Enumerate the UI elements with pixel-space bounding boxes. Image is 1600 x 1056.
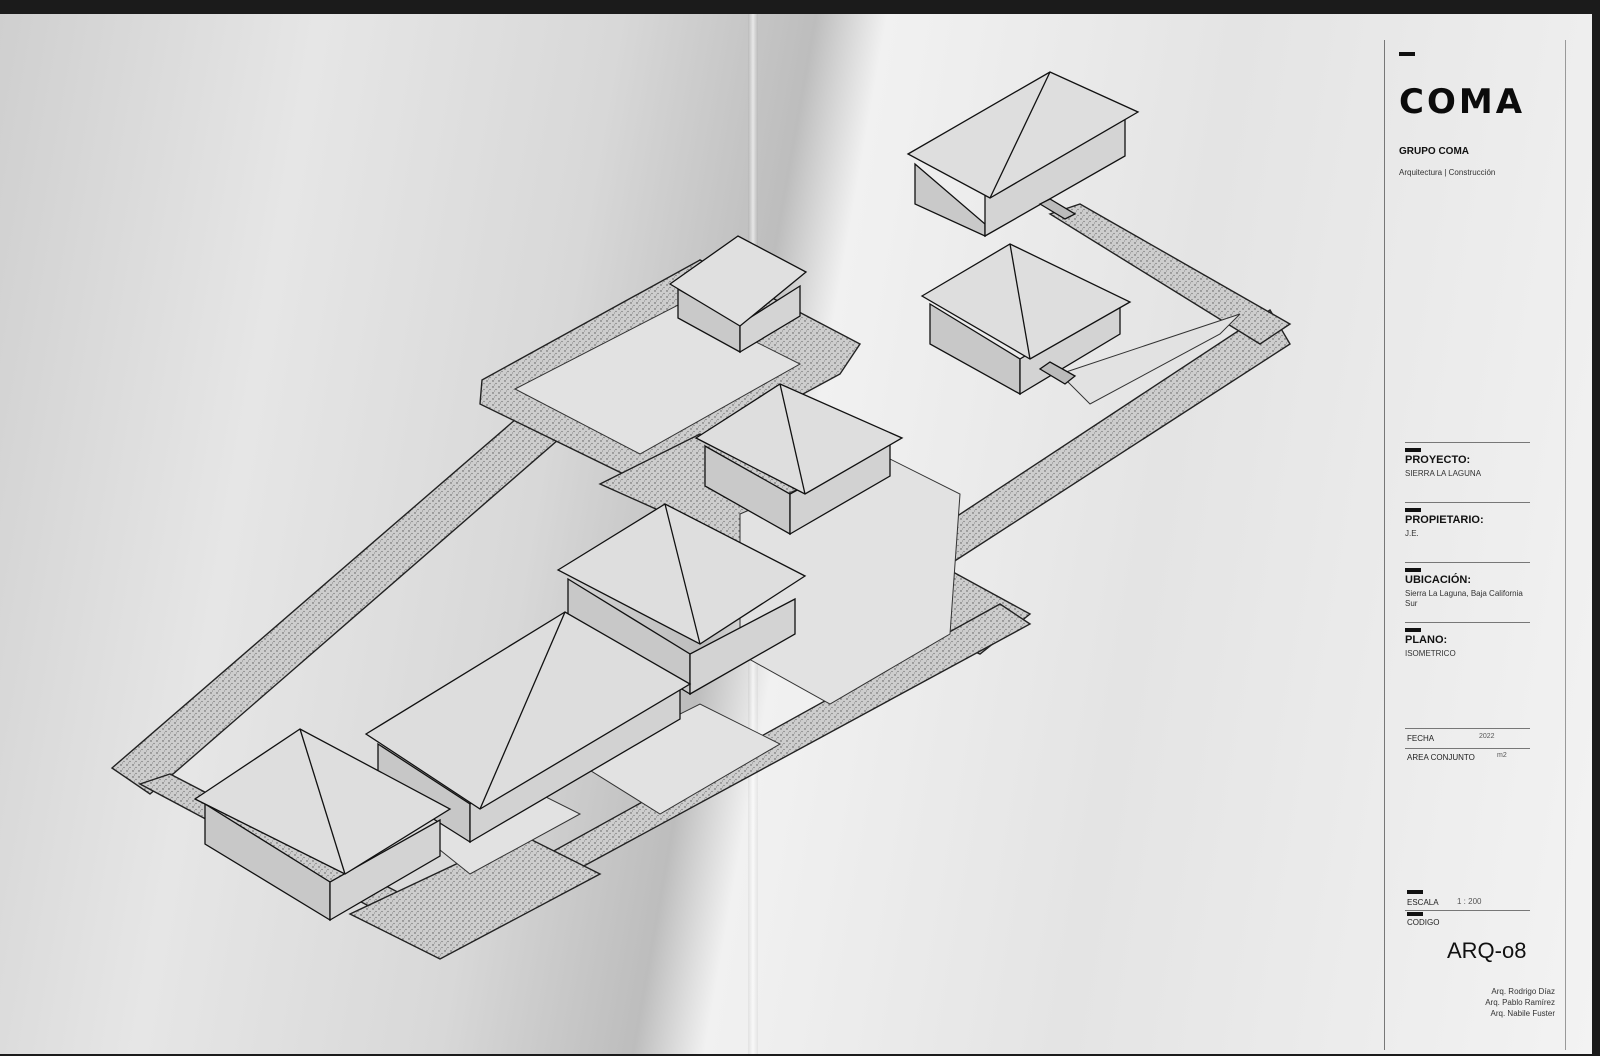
path-north-branch (1048, 203, 1292, 345)
escala-value: 1 : 200 (1457, 897, 1482, 906)
building-north-pavilion (906, 71, 1140, 238)
rule (1405, 562, 1530, 563)
rule (1405, 910, 1530, 911)
rule (1405, 502, 1530, 503)
building-east-pavilion (920, 243, 1132, 396)
field-proyecto: PROYECTO: SIERRA LA LAGUNA (1405, 454, 1535, 479)
tb-mark (1405, 568, 1421, 572)
building-small-cabin (668, 235, 808, 354)
rule (1405, 442, 1530, 443)
tb-mark (1407, 890, 1423, 894)
field-label: PROPIETARIO: (1405, 514, 1484, 526)
field-value: SIERRA LA LAGUNA (1405, 469, 1482, 478)
area-value: m2 (1497, 752, 1507, 759)
field-value: ISOMETRICO (1405, 649, 1456, 658)
rule (1405, 728, 1530, 729)
field-value: Sierra La Laguna, Baja California Sur (1405, 589, 1523, 608)
tb-mark (1407, 912, 1423, 916)
company-logo: COMA (1399, 82, 1526, 122)
field-ubicacion: UBICACIÓN: Sierra La Laguna, Baja Califo… (1405, 574, 1535, 609)
firm-name: GRUPO COMA (1399, 146, 1469, 157)
title-block: COMA GRUPO COMA Arquitectura | Construcc… (1384, 40, 1566, 1050)
field-plano: PLANO: ISOMETRICO (1405, 634, 1535, 659)
tb-mark (1405, 448, 1421, 452)
firm-tagline: Arquitectura | Construcción (1399, 168, 1496, 177)
escala-label: ESCALA (1407, 898, 1439, 907)
field-value: J.E. (1405, 529, 1419, 538)
area-row: AREA CONJUNTO m2 (1407, 752, 1507, 762)
escala-row: ESCALA 1 : 200 (1407, 897, 1481, 907)
field-propietario: PROPIETARIO: J.E. (1405, 514, 1535, 539)
authors: Arq. Rodrigo Díaz Arq. Pablo Ramírez Arq… (1415, 986, 1555, 1019)
codigo-label: CODIGO (1407, 918, 1440, 927)
plot-5 (1059, 313, 1241, 405)
author: Arq. Rodrigo Díaz (1491, 987, 1555, 996)
drawing-code: ARQ-o8 (1447, 938, 1527, 963)
fecha-row: FECHA 2022 (1407, 733, 1495, 743)
codigo-row: CODIGO (1407, 918, 1439, 927)
fecha-label: FECHA (1407, 734, 1435, 743)
building-mid-pavilion (556, 503, 807, 696)
tb-mark (1399, 52, 1415, 56)
rule (1405, 748, 1530, 749)
building-south-pavilion (193, 728, 452, 922)
tb-mark (1405, 508, 1421, 512)
field-label: PROYECTO: (1405, 454, 1471, 466)
field-label: PLANO: (1405, 634, 1448, 646)
author: Arq. Pablo Ramírez (1485, 998, 1555, 1007)
field-label: UBICACIÓN: (1405, 574, 1471, 586)
building-main-hall (364, 611, 692, 844)
rule (1405, 622, 1530, 623)
area-label: AREA CONJUNTO (1407, 753, 1475, 762)
author: Arq. Nabile Fuster (1490, 1009, 1555, 1018)
fecha-value: 2022 (1479, 733, 1495, 740)
building-center-pavilion (694, 383, 904, 536)
tb-mark (1405, 628, 1421, 632)
blueprint-sheet: COMA GRUPO COMA Arquitectura | Construcc… (0, 14, 1592, 1054)
isometric-drawing (110, 71, 1292, 960)
